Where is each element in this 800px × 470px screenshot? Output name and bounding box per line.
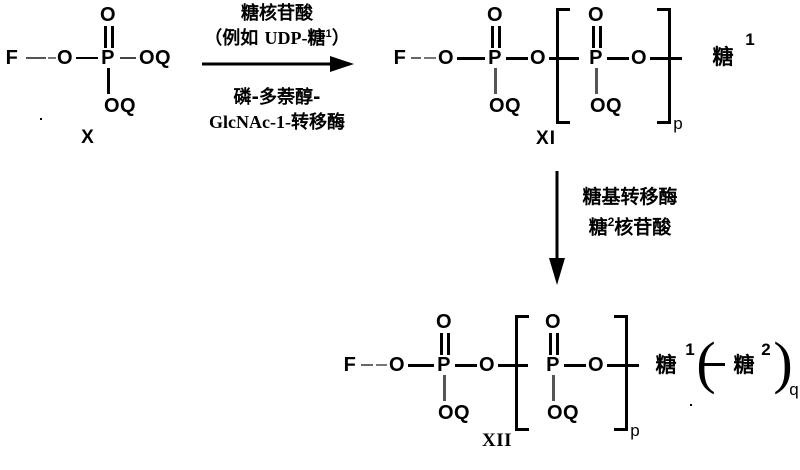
atom-p-x: P	[101, 47, 115, 69]
arrow-above-line2-sugar: 糖	[307, 28, 326, 49]
bond-p1-oq-down-xi	[494, 68, 497, 94]
atom-oq-down-x: OQ	[103, 95, 137, 117]
bond-p1-o-double-xi-b	[498, 26, 501, 48]
bracket-right-xii	[614, 315, 628, 431]
bond-sugar1-sugar2-xii	[703, 363, 725, 366]
arrow-above-line2-sup: 1	[325, 28, 332, 40]
atom-o-link-xii: O	[388, 354, 406, 376]
bond-omid-bracket-xii	[498, 364, 528, 367]
bond-f-o-x-2	[48, 57, 56, 59]
reaction-arrow-horizontal	[202, 56, 354, 72]
bond-p1-oq-down-xii	[443, 375, 446, 401]
bond-p1-omid-xi	[506, 57, 528, 60]
atom-f-xi: F	[393, 47, 407, 69]
bond-p-oq-right-x	[120, 57, 136, 59]
atom-oq-down1-xi: OQ	[488, 95, 522, 117]
bracket-left-xii	[515, 315, 529, 431]
bond-p2-oq-down-xii	[552, 375, 555, 401]
bracket-left-xi	[556, 8, 570, 124]
bond-p2-oq-down-xi	[595, 68, 598, 94]
atom-p1-xi: P	[488, 47, 502, 69]
arrow-vertical-line2-sup: 2	[607, 215, 615, 229]
arrow-vertical-line2-rest: 核苷酸	[614, 216, 672, 239]
atom-o-right-xii: O	[587, 354, 605, 376]
atom-o-double1-xi: O	[486, 4, 504, 26]
bond-f-o-xii-a	[361, 364, 373, 366]
bond-p-o-double-x-b	[111, 26, 114, 48]
subscript-p-xi: p	[673, 114, 683, 133]
bond-p1-o-double-xii-b	[447, 333, 450, 355]
structure-label-x: X	[81, 127, 95, 148]
arrow-below-line2-latin: GlcNAc-1-	[209, 112, 291, 132]
sugar1-superscript-xii: 1	[685, 340, 695, 359]
scan-speck	[40, 118, 42, 120]
atom-o-mid-xi: O	[529, 47, 547, 69]
bond-p-o-double-x-a	[104, 26, 107, 48]
bond-p1-o-double-xii-a	[440, 333, 443, 355]
atom-p2-xii: P	[546, 354, 560, 376]
bond-p2-o-double-xii-a	[549, 333, 552, 355]
sugar1-superscript-xi: 1	[745, 30, 755, 49]
atom-oq-down2-xi: OQ	[589, 95, 623, 117]
bracket-right-xi	[657, 8, 671, 124]
bond-f-o-xi-a	[411, 57, 421, 59]
arrow-above-line2-post: ）	[331, 28, 350, 49]
bond-p2-oright-xi	[607, 57, 629, 60]
atom-p1-xii: P	[437, 354, 451, 376]
bond-p2-o-double-xi-b	[599, 26, 602, 48]
structure-label-xi: XI	[536, 128, 556, 149]
bond-p2-o-double-xi-a	[592, 26, 595, 48]
arrow-below-line2: GlcNAc-1-转移酶	[209, 111, 345, 134]
arrow-vertical-line2: 糖2核苷酸	[589, 216, 672, 240]
bond-p1-omid-xii	[455, 364, 477, 367]
subscript-q-xii: q	[789, 380, 799, 399]
sugar1-xii: 糖	[655, 352, 677, 377]
arrow-below-line1: 磷-多萘醇-	[233, 87, 321, 108]
sugar2-superscript-xii: 2	[761, 340, 771, 359]
bond-o-p1-xii	[408, 364, 434, 367]
sugar1-xi: 糖	[712, 44, 734, 69]
bond-p2-oright-xii	[564, 364, 586, 367]
sugar2-xii: 糖	[733, 352, 755, 377]
arrow-vertical-line2-sugar: 糖	[588, 216, 608, 239]
atom-f-xii: F	[343, 354, 357, 376]
arrow-above-line2-pre: （例如	[204, 28, 265, 49]
bond-p2-o-double-xii-b	[556, 333, 559, 355]
atom-oq-right-x: OQ	[138, 47, 172, 69]
arrow-above-line2: （例如 UDP-糖1）	[204, 27, 350, 50]
atom-p2-xi: P	[589, 47, 603, 69]
atom-o-mid-xii: O	[478, 354, 496, 376]
atom-o-double1-xii: O	[435, 311, 453, 333]
bond-f-o-xi-b	[424, 57, 436, 59]
structure-label-xii: XII	[481, 430, 513, 451]
bond-omid-bracket-xi	[549, 57, 579, 60]
bond-o-p1-xi	[457, 57, 485, 60]
scan-speck	[690, 404, 692, 406]
bond-f-o-xii-b	[376, 364, 387, 366]
bond-f-o-x	[26, 57, 46, 59]
bond-oright-sugar-xi	[650, 57, 682, 60]
atom-f-x: F	[5, 47, 19, 69]
arrow-above-line1: 糖核苷酸	[241, 3, 313, 24]
bond-oright-sugar-xii	[607, 364, 639, 367]
reaction-arrow-vertical	[549, 171, 565, 285]
bond-p1-o-double-xi-a	[491, 26, 494, 48]
subscript-p-xii: p	[630, 421, 640, 440]
atom-o-link-xi: O	[437, 47, 455, 69]
arrow-vertical-line1: 糖基转移酶	[582, 186, 678, 209]
atom-o-right-xi: O	[630, 47, 648, 69]
atom-oq-down2-xii: OQ	[546, 402, 580, 424]
arrow-above-line2-latin: UDP-	[264, 28, 308, 48]
atom-oq-down1-xii: OQ	[437, 402, 471, 424]
atom-o-double2-xii: O	[544, 311, 562, 333]
bond-o-p-x	[76, 57, 98, 59]
paren-close-xii: )	[773, 330, 793, 395]
bond-p-oq-down-x	[107, 68, 110, 94]
atom-o-double2-xi: O	[587, 4, 605, 26]
atom-o-link-x: O	[56, 47, 74, 69]
atom-o-double-x: O	[99, 4, 117, 26]
paren-open-xii: (	[696, 334, 715, 392]
arrow-below-line2-cjk: 转移酶	[290, 112, 345, 133]
